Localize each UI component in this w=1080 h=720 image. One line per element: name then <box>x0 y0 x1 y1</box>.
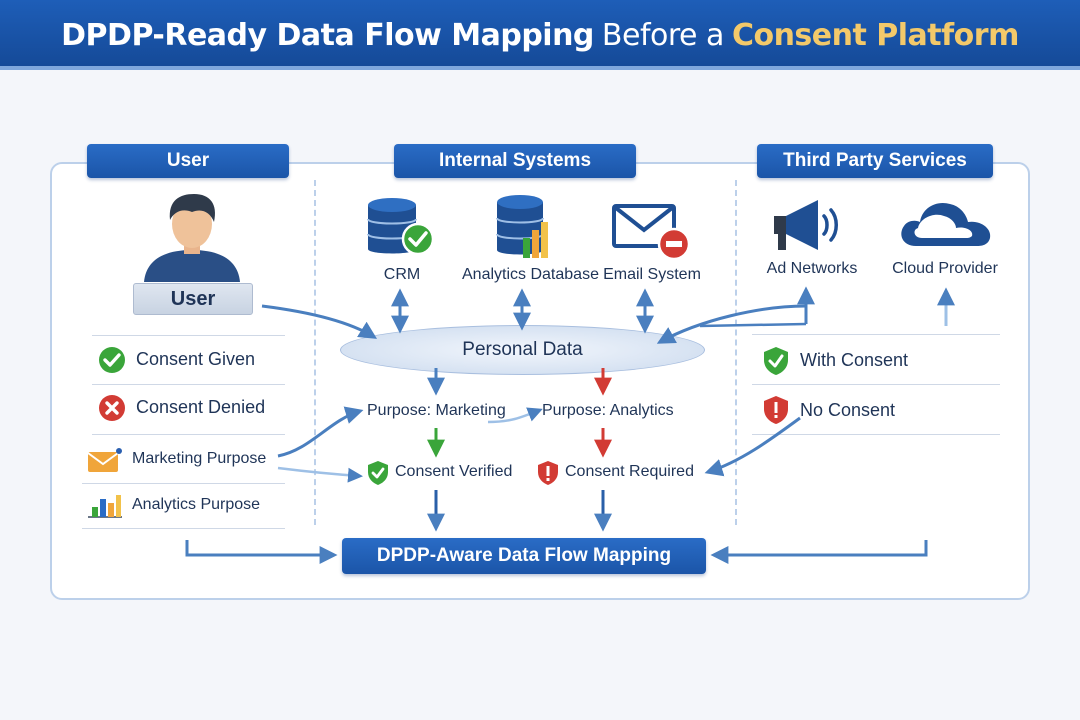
section-user: User <box>87 144 289 178</box>
separator <box>82 483 285 484</box>
footer-banner: DPDP-Aware Data Flow Mapping <box>342 538 706 574</box>
consent-verified-label: Consent Verified <box>395 463 513 480</box>
shield-check-icon <box>368 461 388 485</box>
analytics-database-icon <box>496 195 548 258</box>
separator <box>752 434 1000 435</box>
separator <box>82 528 285 529</box>
title-middle: Before a <box>601 17 725 53</box>
email-system-icon <box>612 204 691 261</box>
title-main: DPDP-Ready Data Flow Mapping <box>61 17 594 53</box>
shield-check-icon <box>764 347 788 375</box>
consent-given-label: Consent Given <box>136 349 256 369</box>
x-circle-icon <box>99 395 125 421</box>
email-system-label: Email System <box>603 266 701 283</box>
title-accent: Consent Platform <box>731 17 1019 53</box>
consent-denied-label: Consent Denied <box>136 397 266 417</box>
section-third-party: Third Party Services <box>757 144 993 178</box>
user-avatar-icon <box>144 194 240 282</box>
marketing-purpose-label: Marketing Purpose <box>132 450 267 467</box>
purpose-marketing-label: Purpose: Marketing <box>367 402 506 419</box>
no-consent-label: No Consent <box>800 400 896 420</box>
page-title: DPDP-Ready Data Flow Mapping Before a Co… <box>0 0 1080 70</box>
separator <box>92 384 285 385</box>
cloud-icon <box>901 202 991 246</box>
separator <box>752 384 1000 385</box>
crm-database-icon <box>367 198 435 256</box>
separator <box>92 434 285 435</box>
separator <box>752 334 1000 335</box>
with-consent-label: With Consent <box>800 350 909 370</box>
user-badge: User <box>133 283 253 315</box>
check-circle-icon <box>99 347 125 373</box>
analytics-purpose-label: Analytics Purpose <box>132 496 261 513</box>
ad-networks-label: Ad Networks <box>766 260 858 277</box>
purpose-analytics-label: Purpose: Analytics <box>542 402 674 419</box>
shield-alert-icon <box>764 396 788 424</box>
shield-alert-icon <box>538 461 558 485</box>
envelope-icon <box>87 448 122 472</box>
crm-label: CRM <box>383 266 421 283</box>
section-internal-systems: Internal Systems <box>394 144 636 178</box>
divider-left <box>314 180 316 525</box>
analytics-database-label: Analytics Database <box>462 266 599 283</box>
cloud-provider-label: Cloud Provider <box>892 260 998 277</box>
separator <box>92 335 285 336</box>
consent-required-label: Consent Required <box>565 463 694 480</box>
megaphone-icon <box>774 200 838 250</box>
personal-data-label: Personal Data <box>462 339 583 360</box>
bar-chart-icon <box>88 495 122 518</box>
header-bar <box>0 0 1080 70</box>
divider-right <box>735 180 737 525</box>
